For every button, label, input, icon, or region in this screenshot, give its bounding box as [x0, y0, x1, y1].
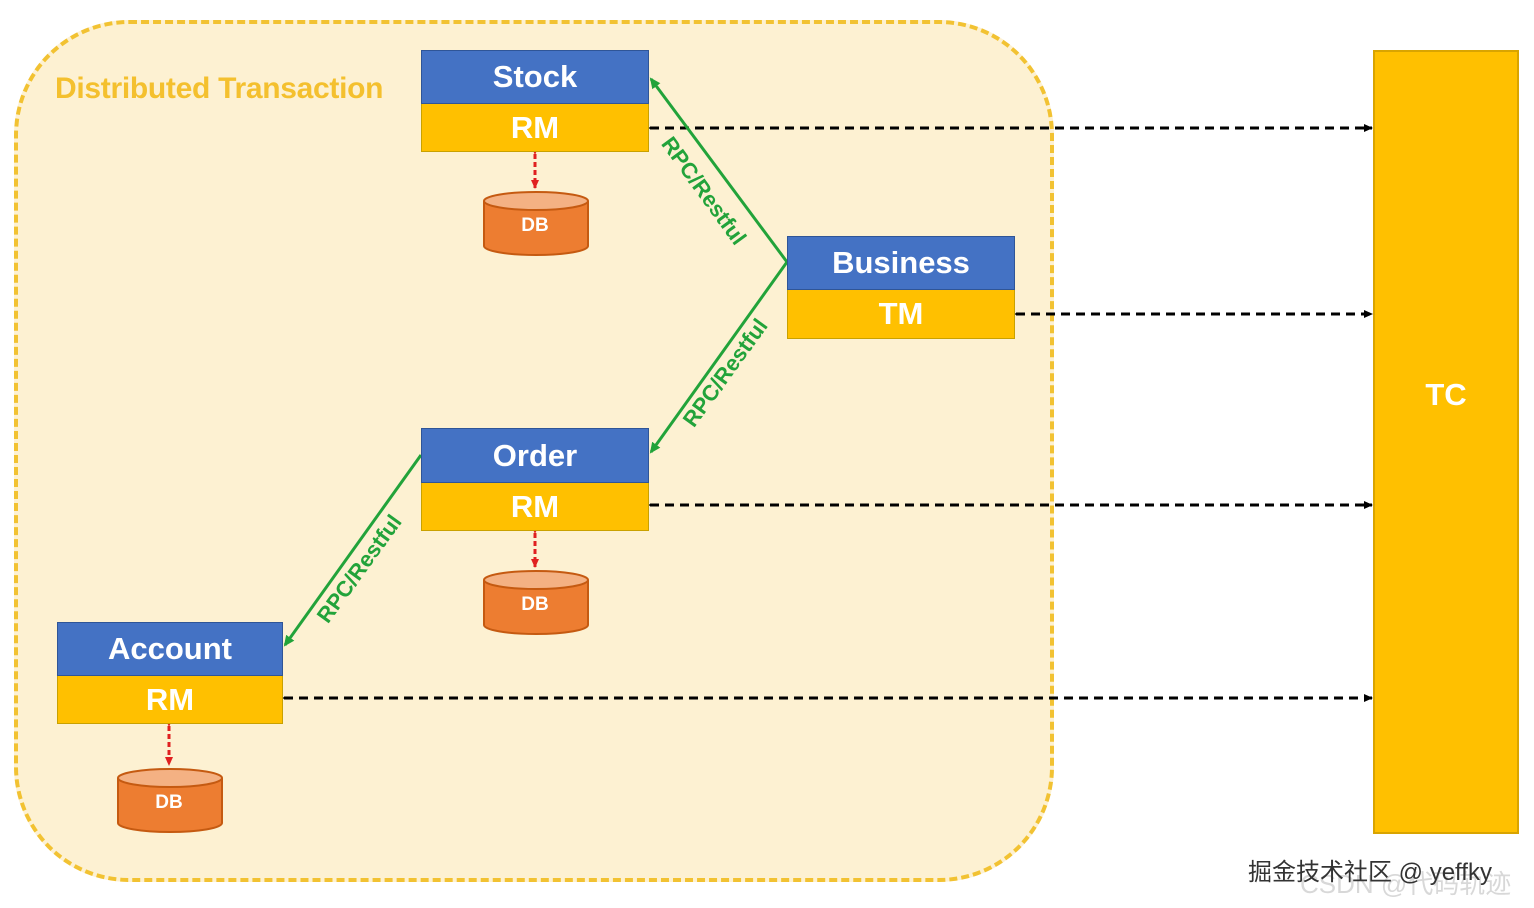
db-cylinder-order	[483, 570, 589, 635]
stock-rm-label: RM	[421, 104, 649, 152]
order-service-label: Order	[421, 428, 649, 483]
stock-node: Stock RM	[421, 50, 649, 152]
business-service-label: Business	[787, 236, 1015, 290]
watermark-secondary: CSDN @代码轨迹	[1300, 869, 1512, 899]
stock-service-label: Stock	[421, 50, 649, 104]
tc-node: TC	[1373, 50, 1519, 834]
account-rm-label: RM	[57, 676, 283, 724]
watermark-primary: 掘金技术社区 @ yeffky	[1248, 859, 1492, 886]
region-title: Distributed Transaction	[55, 72, 384, 105]
tc-label: TC	[1425, 377, 1467, 412]
rpc-line-order-account	[283, 454, 423, 647]
rpc-line-business-stock	[649, 77, 789, 263]
rpc-line-business-order	[649, 261, 789, 454]
account-service-label: Account	[57, 622, 283, 676]
order-rm-label: RM	[421, 483, 649, 531]
db-stock-label: DB	[521, 215, 549, 236]
db-order: DB	[482, 572, 588, 634]
business-node: Business TM	[787, 236, 1015, 339]
db-account: DB	[116, 770, 222, 832]
db-account-label: DB	[155, 792, 183, 813]
db-cylinder-account	[117, 768, 223, 833]
order-node: Order RM	[421, 428, 649, 531]
db-order-label: DB	[521, 594, 549, 615]
account-node: Account RM	[57, 622, 283, 724]
db-stock: DB	[482, 193, 588, 255]
business-tm-label: TM	[787, 290, 1015, 339]
db-cylinder-stock	[483, 191, 589, 256]
